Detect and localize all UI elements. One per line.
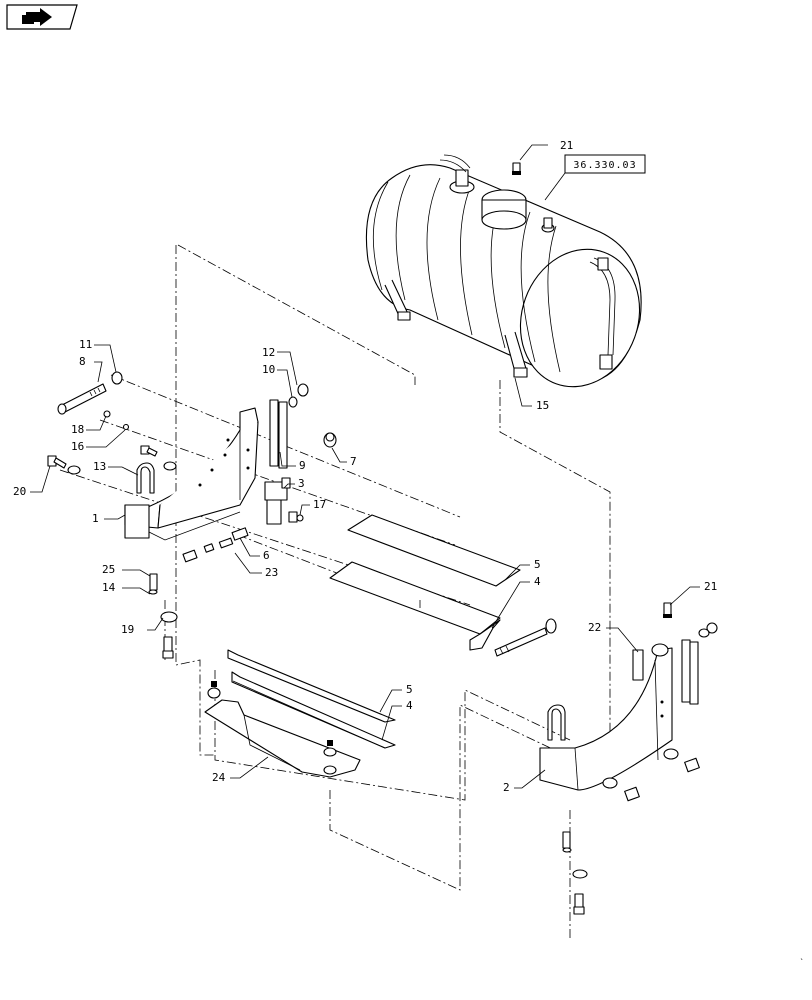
bracket-left bbox=[124, 407, 259, 541]
reference-box[interactable]: 36.330.03 bbox=[544, 154, 646, 201]
callout-5-upper: 5 bbox=[534, 558, 541, 571]
callout-21-top: 21 bbox=[560, 139, 573, 152]
drain-plug-top bbox=[512, 162, 521, 175]
callout-5-lower: 5 bbox=[406, 683, 413, 696]
callout-11: 11 bbox=[79, 338, 92, 351]
callout-4-upper: 4 bbox=[534, 575, 541, 588]
strap-left bbox=[269, 399, 288, 469]
bracket-lower bbox=[204, 681, 361, 778]
fitting-22 bbox=[632, 643, 669, 681]
bolt-right-bottom bbox=[573, 893, 585, 915]
callout-23: 23 bbox=[265, 566, 278, 579]
callout-2: 2 bbox=[503, 781, 510, 794]
bracket-right bbox=[539, 647, 673, 791]
callout-21-right: 21 bbox=[704, 580, 717, 593]
forward-arrow-button[interactable] bbox=[6, 4, 78, 30]
washer-right-a bbox=[663, 748, 679, 760]
callout-25: 25 bbox=[102, 563, 115, 576]
callout-24: 24 bbox=[212, 771, 226, 784]
pad-lower bbox=[227, 649, 396, 749]
u-bolt-left bbox=[136, 462, 155, 494]
fuel-tank bbox=[365, 154, 642, 388]
washer-right-c bbox=[572, 869, 588, 879]
callout-18: 18 bbox=[71, 423, 84, 436]
callout-7: 7 bbox=[350, 455, 357, 468]
callout-22: 22 bbox=[588, 621, 601, 634]
fitting-6 bbox=[182, 527, 249, 563]
bolt-right-vertical bbox=[562, 831, 572, 853]
bolt-10 bbox=[288, 383, 309, 408]
callout-16: 16 bbox=[71, 440, 84, 453]
valve-3 bbox=[264, 477, 298, 525]
bolt-14 bbox=[148, 573, 158, 595]
callout-6: 6 bbox=[263, 549, 270, 562]
nut-7 bbox=[323, 432, 337, 448]
bolt-8 bbox=[57, 371, 123, 415]
callout-19: 19 bbox=[121, 623, 134, 636]
callout-13: 13 bbox=[93, 460, 106, 473]
corner-mark: ` bbox=[800, 957, 804, 967]
pad-upper bbox=[329, 514, 521, 651]
bolt-under-19 bbox=[162, 636, 174, 659]
bolt-long bbox=[494, 618, 557, 657]
callout-labels: 21 12 10 11 8 18 16 13 20 1 9 3 17 7 6 2… bbox=[13, 139, 717, 794]
bolt-right-a bbox=[684, 757, 700, 773]
strap-right bbox=[681, 639, 699, 705]
callout-1: 1 bbox=[92, 512, 99, 525]
washer-20 bbox=[67, 465, 81, 475]
bolt-top-left bbox=[140, 445, 158, 457]
callout-10: 10 bbox=[262, 363, 275, 376]
nut-right-top bbox=[698, 622, 718, 638]
reference-label[interactable]: 36.330.03 bbox=[573, 160, 636, 171]
washer-13 bbox=[163, 461, 177, 471]
callout-17: 17 bbox=[313, 498, 326, 511]
drain-plug-right bbox=[663, 602, 672, 618]
nut-18 bbox=[103, 410, 111, 418]
leader-lines bbox=[30, 144, 700, 789]
callout-20: 20 bbox=[13, 485, 26, 498]
callout-3: 3 bbox=[298, 477, 305, 490]
callout-14: 14 bbox=[102, 581, 116, 594]
callout-15: 15 bbox=[536, 399, 549, 412]
u-bolt-right bbox=[547, 704, 566, 741]
bolt-20 bbox=[47, 455, 67, 469]
washer-right-b bbox=[602, 777, 618, 789]
callout-12: 12 bbox=[262, 346, 275, 359]
washer-16 bbox=[122, 423, 130, 431]
forward-arrow-icon bbox=[6, 4, 78, 30]
callout-9: 9 bbox=[299, 459, 306, 472]
callout-8: 8 bbox=[79, 355, 86, 368]
bolt-right-b bbox=[624, 786, 640, 802]
fitting-17 bbox=[296, 514, 304, 522]
callout-4-lower: 4 bbox=[406, 699, 413, 712]
washer-19 bbox=[160, 611, 178, 623]
